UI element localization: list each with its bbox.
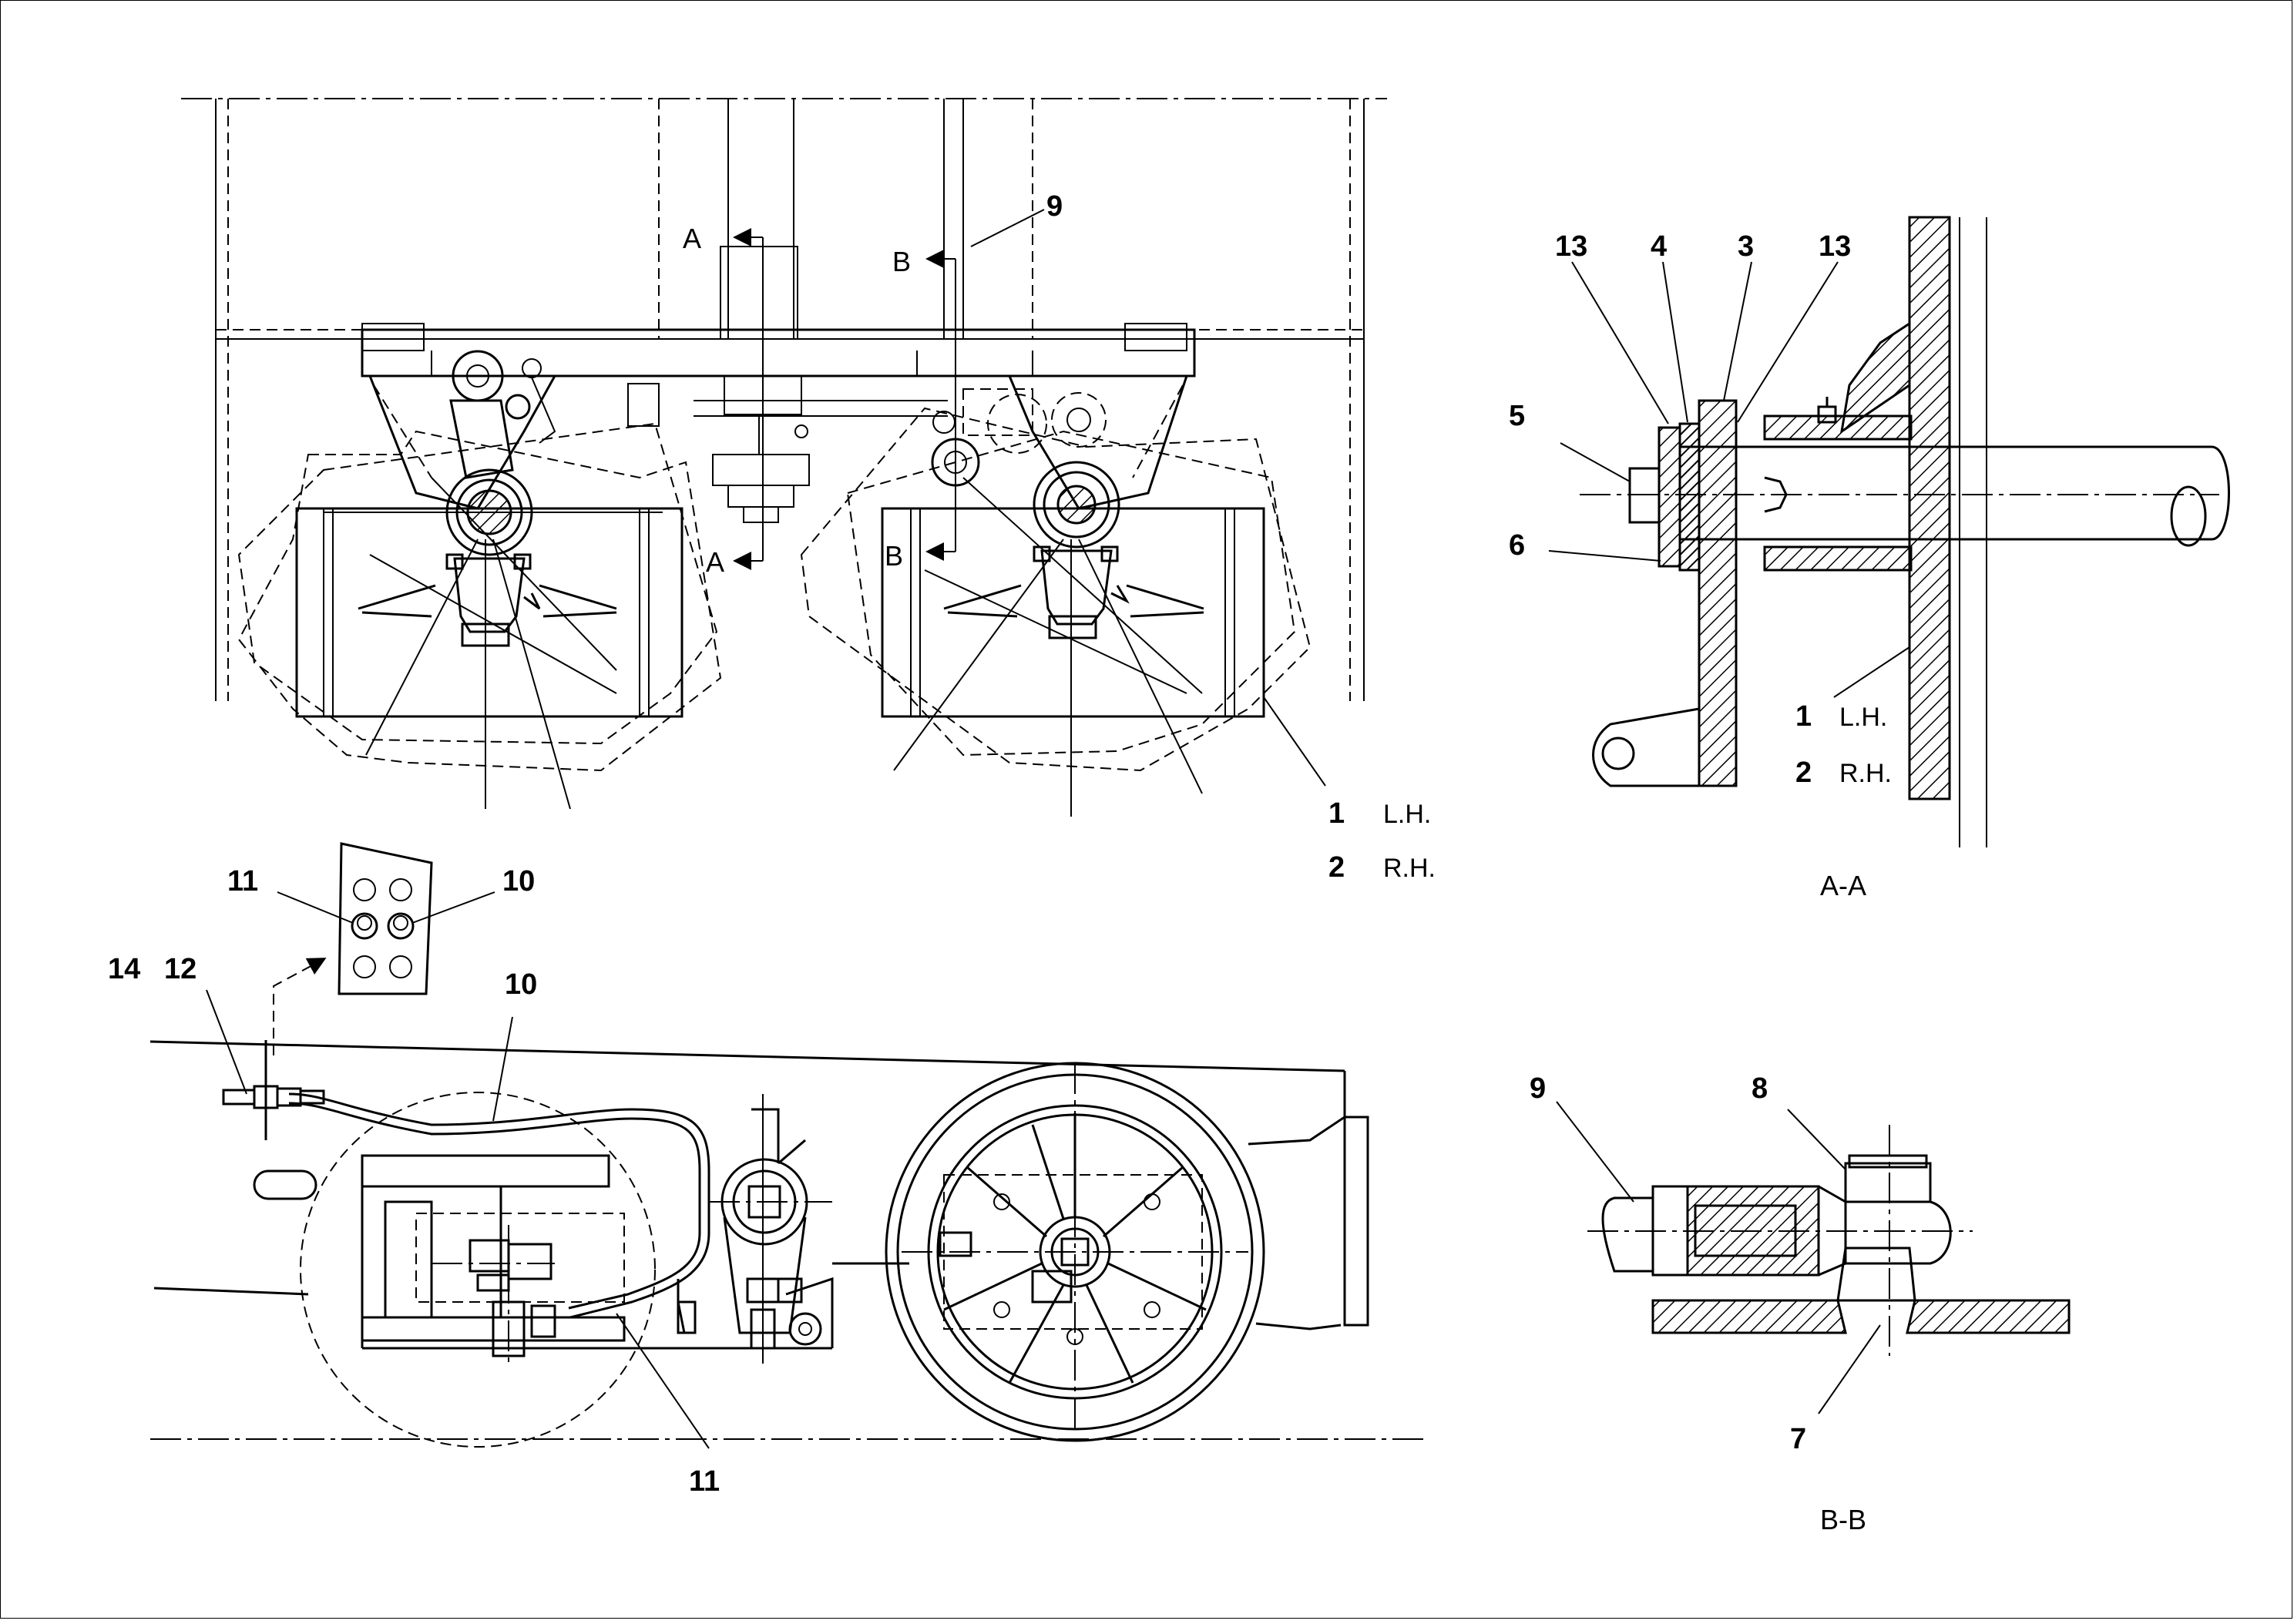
label-rh: R.H. — [1383, 854, 1436, 883]
section-mark-b-top: B — [892, 246, 911, 277]
callout-10: 10 — [502, 865, 535, 898]
callout-7: 7 — [1790, 1423, 1806, 1455]
side-view-labels: 11 10 14 12 10 11 — [108, 865, 720, 1498]
section-bb-labels: 9 8 7 B-B — [1530, 1072, 1866, 1535]
callout-6: 6 — [1509, 529, 1525, 562]
section-mark-b-bottom: B — [885, 540, 903, 572]
callout-9-top: 9 — [1046, 190, 1063, 223]
callout-8: 8 — [1752, 1072, 1768, 1105]
label-aa-rh: R.H. — [1839, 759, 1892, 788]
callout-10-side: 10 — [505, 968, 537, 1001]
section-title-aa: A-A — [1820, 870, 1866, 901]
callout-12: 12 — [164, 953, 196, 985]
callout-13-left: 13 — [1555, 230, 1587, 263]
top-view-labels: A A B B 9 1 L.H. 2 R.H. — [683, 190, 1436, 884]
label-aa-lh: L.H. — [1839, 703, 1887, 732]
section-mark-a-top: A — [683, 223, 701, 254]
section-title-bb: B-B — [1820, 1504, 1866, 1535]
label-lh: L.H. — [1383, 800, 1431, 829]
callout-3: 3 — [1738, 230, 1754, 263]
section-bb — [1556, 1101, 2071, 1414]
side-view — [149, 842, 1429, 1449]
section-aa-labels: 13 4 3 13 5 6 1 L.H. 2 R.H. A-A — [1509, 230, 1892, 901]
callout-2: 2 — [1328, 851, 1345, 884]
callout-bb-9: 9 — [1530, 1072, 1546, 1105]
callout-11: 11 — [227, 865, 258, 898]
callout-aa-2: 2 — [1795, 757, 1812, 789]
callout-aa-1: 1 — [1795, 700, 1812, 733]
callout-11-side: 11 — [689, 1465, 720, 1498]
callout-1: 1 — [1328, 797, 1345, 830]
section-aa — [1548, 216, 2230, 847]
callout-4: 4 — [1651, 230, 1667, 263]
top-view — [181, 98, 1387, 817]
callout-14: 14 — [108, 953, 140, 985]
callout-5: 5 — [1509, 400, 1525, 432]
section-mark-a-bottom: A — [706, 546, 724, 578]
callout-13-right: 13 — [1819, 230, 1851, 263]
